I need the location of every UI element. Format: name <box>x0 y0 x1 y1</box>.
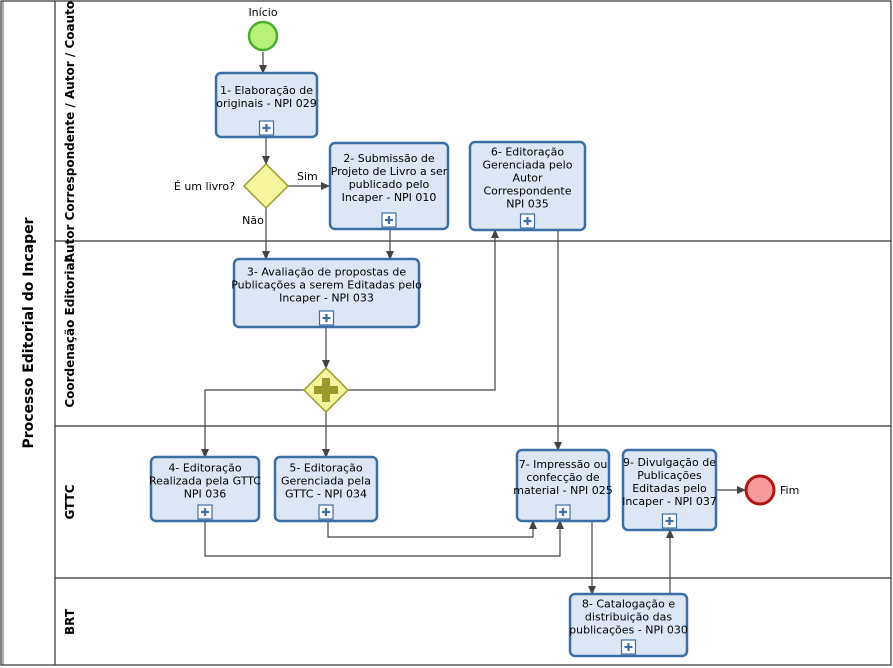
subprocess-plus-icon[interactable] <box>258 120 275 136</box>
task-label-line: Autor <box>512 172 543 185</box>
subprocess-plus-icon[interactable] <box>197 504 213 520</box>
task-label-line: Incaper - NPI 033 <box>279 292 374 305</box>
task-label-line: publicado pelo <box>349 178 430 191</box>
task-label-line: 3- Avaliação de propostas de <box>247 266 406 279</box>
subprocess-plus-icon[interactable] <box>519 213 536 229</box>
end-event-label: Fim <box>780 484 799 497</box>
subprocess-plus-icon[interactable] <box>318 310 335 326</box>
lane-title-gttc: GTTC <box>63 484 77 519</box>
task-label-line: Incaper - NPI 037 <box>622 495 717 508</box>
task-box <box>273 455 379 523</box>
task-label-line: 4- Editoração <box>168 462 242 475</box>
task-box <box>149 455 261 523</box>
task-box <box>468 140 587 232</box>
task-label-line: Editadas pelo <box>632 482 707 495</box>
sequence-flows <box>201 52 746 595</box>
task-box <box>568 592 689 658</box>
pool-title: Processo Editorial do Incaper <box>21 217 37 448</box>
task-label-line: NPI 035 <box>506 198 549 211</box>
task-label-line: distribuição das <box>585 611 672 624</box>
lane-title-coordenacao: Coordenação Editorial <box>63 258 77 407</box>
task-box <box>328 141 450 231</box>
task-label-line: Correspondente <box>483 185 571 198</box>
lane-title-brt: BRT <box>63 608 77 635</box>
gateway-question: É um livro? <box>174 180 235 193</box>
gateway-no-label: Não <box>242 214 264 227</box>
task-label-line: Realizada pela GTTC <box>149 475 261 488</box>
task-t3[interactable]: 3- Avaliação de propostas dePublicações … <box>231 257 422 329</box>
task-label-line: Projeto de Livro a ser <box>331 165 448 178</box>
subprocess-plus-icon[interactable] <box>620 639 637 655</box>
task-label-line: 5- Editoração <box>289 462 363 475</box>
task-label-line: confecção de <box>526 471 599 484</box>
task-label-line: 1- Elaboração de <box>220 84 313 97</box>
task-box <box>214 71 319 139</box>
subprocess-plus-icon[interactable] <box>661 513 678 529</box>
subprocess-plus-icon[interactable] <box>381 212 397 228</box>
task-label-line: publicações - NPI 030 <box>569 624 688 637</box>
task-label-line: Publicações <box>637 469 702 482</box>
task-label-line: 8- Catalogação e <box>582 598 675 611</box>
flow-t4-t7 <box>204 520 564 557</box>
lane-title-autor: Autor Correspondente / Autor / Coautores <box>63 0 77 262</box>
task-label-line: Gerenciada pela <box>281 475 371 488</box>
flow-parallel-t6 <box>348 229 499 391</box>
task-label-line: material - NPI 025 <box>513 484 612 497</box>
end-event: Fim <box>744 474 799 506</box>
task-label-line: Incaper - NPI 010 <box>342 191 437 204</box>
parallel-gateway <box>302 366 350 414</box>
task-label-line: GTTC - NPI 034 <box>285 488 367 501</box>
task-label-line: Gerenciada pelo <box>483 159 573 172</box>
task-box <box>621 448 718 532</box>
task-label-line: Publicações a serem Editadas pelo <box>231 279 422 292</box>
gateway-yes-label: Sim <box>297 170 318 183</box>
task-label-line: 9- Divulgação de <box>623 456 716 469</box>
task-label-line: 6- Editoração <box>491 146 565 159</box>
parallel-plus-icon <box>314 378 338 402</box>
task-label-line: 7- Impressão ou <box>519 458 608 471</box>
task-label-line: originais - NPI 029 <box>216 97 316 110</box>
subprocess-plus-icon[interactable] <box>318 504 334 520</box>
exclusive-gateway: É um livro? Sim Não <box>174 162 318 227</box>
task-box <box>232 257 421 329</box>
task-box <box>515 448 611 523</box>
subprocess-plus-icon[interactable] <box>555 504 571 520</box>
task-label-line: 2- Submissão de <box>343 152 435 165</box>
start-event-label: Início <box>248 6 277 19</box>
flow-parallel-t4 <box>201 389 305 458</box>
start-event: Início <box>247 6 279 52</box>
flow-t5-t7 <box>327 520 537 538</box>
task-label-line: NPI 036 <box>184 488 227 501</box>
